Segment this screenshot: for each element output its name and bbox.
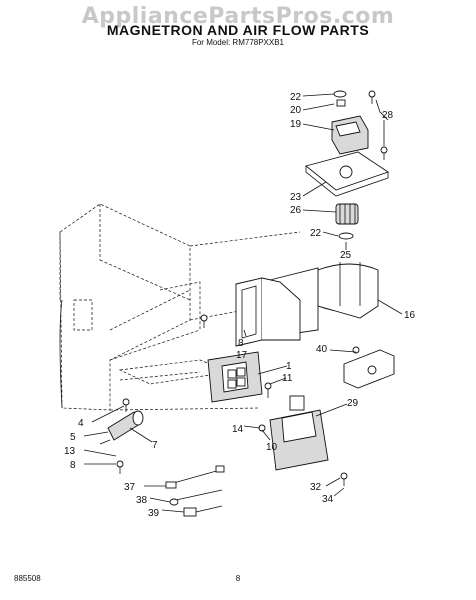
callout-14: 14 — [232, 424, 244, 435]
callout-20: 20 — [290, 105, 302, 116]
leader-lines — [83, 93, 403, 513]
callout-38: 38 — [136, 495, 148, 506]
callout-40: 40 — [316, 344, 328, 355]
callout-8: 8 — [238, 338, 244, 349]
callout-22: 22 — [290, 92, 302, 103]
callout-17: 17 — [236, 350, 248, 361]
page-number: 8 — [235, 574, 241, 583]
callout-39: 39 — [148, 508, 160, 519]
callout-13: 13 — [64, 446, 76, 457]
callout-1: 1 — [286, 361, 292, 372]
motor-bracket — [305, 151, 390, 197]
callout-19: 19 — [290, 119, 302, 130]
fan-blade — [335, 203, 359, 240]
callout-7: 7 — [152, 440, 158, 451]
callout-34: 34 — [322, 494, 334, 505]
callout-8-lower: 8 — [70, 460, 76, 471]
air-guide — [235, 277, 301, 347]
callout-32: 32 — [310, 482, 322, 493]
callout-37: 37 — [124, 482, 136, 493]
callout-16: 16 — [404, 310, 416, 321]
callout-26: 26 — [290, 205, 302, 216]
air-duct — [269, 262, 379, 335]
model-subtitle: For Model: RM778PXXB1 — [191, 38, 285, 47]
callout-4: 4 — [78, 418, 84, 429]
callout-23: 23 — [290, 192, 302, 203]
watermark: AppliancePartsPros.com — [81, 4, 395, 29]
callout-5: 5 — [70, 432, 76, 443]
callout-25: 25 — [340, 250, 352, 261]
diode-harness — [165, 465, 225, 517]
page-title: MAGNETRON AND AIR FLOW PARTS — [106, 22, 370, 38]
callout-labels: 22 20 19 28 23 26 22 25 16 8 17 1 11 40 … — [64, 92, 416, 519]
callout-28: 28 — [382, 110, 394, 121]
screws — [116, 90, 388, 486]
capacitor — [99, 410, 144, 445]
callout-22-lower: 22 — [310, 228, 322, 239]
transformer — [207, 351, 263, 403]
document-number: 885508 — [14, 574, 41, 583]
callout-29: 29 — [347, 398, 359, 409]
cutout-bracket — [343, 349, 395, 389]
callout-10: 10 — [266, 442, 278, 453]
magnetron — [269, 395, 329, 471]
callout-11: 11 — [282, 373, 293, 384]
fan-motor — [331, 90, 369, 155]
